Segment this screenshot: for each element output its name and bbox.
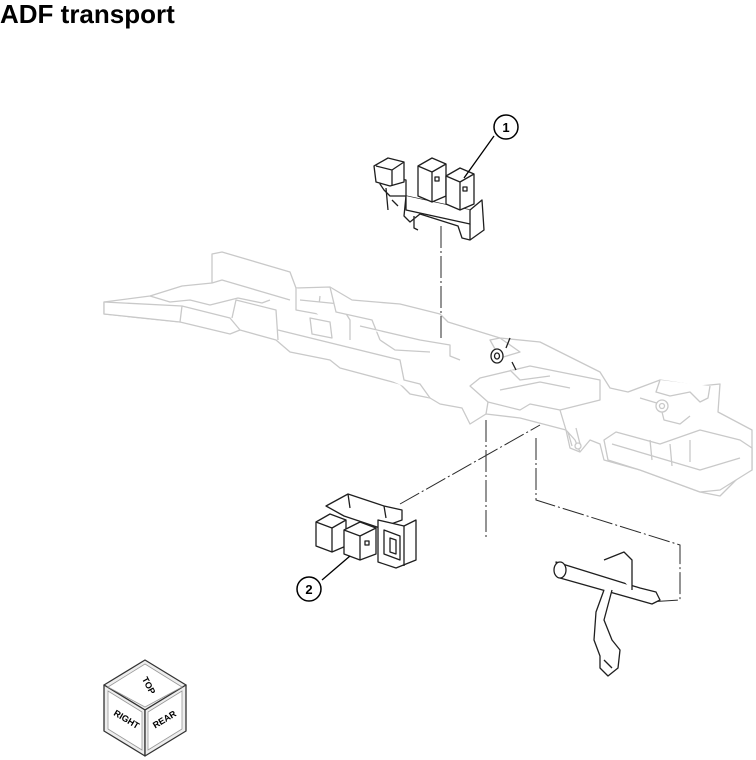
callout-2-label: 2 [305, 582, 312, 597]
callout-1-label: 1 [502, 120, 509, 135]
part-2-sensor-bracket [315, 493, 417, 569]
assembly-leader-lines [399, 226, 681, 603]
callout-2: 2 [296, 555, 351, 602]
callout-1: 1 [463, 114, 519, 179]
actuator-lever [490, 337, 661, 677]
orientation-cube: TOP RIGHT REAR [103, 659, 187, 757]
page-title: ADF transport [0, 0, 175, 29]
adf-transport-frame [103, 251, 753, 497]
part-1-sensor-bracket [373, 157, 485, 241]
